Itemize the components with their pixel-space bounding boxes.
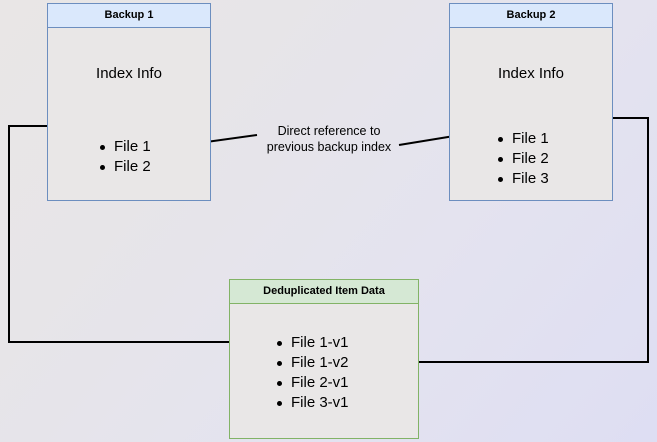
list-item[interactable]: File 2 [97,157,151,177]
list-item[interactable]: File 1-v2 [274,353,349,373]
backup1-index-info-label: Index Info [96,65,162,82]
list-item[interactable]: File 1 [495,129,549,149]
list-item[interactable]: File 1-v1 [274,333,349,353]
backup2-file-list: File 1 File 2 File 3 [495,129,549,189]
list-item[interactable]: File 3 [495,169,549,189]
list-item[interactable]: File 1 [97,137,151,157]
node-backup2[interactable]: Backup 2 Index Info File 1 File 2 File 3 [449,3,613,201]
list-item[interactable]: File 2-v1 [274,373,349,393]
list-item[interactable]: File 3-v1 [274,393,349,413]
edge-label-direct-reference: Direct reference to previous backup inde… [266,124,392,154]
node-backup2-title: Backup 2 [450,4,612,28]
node-backup2-body: Index Info File 1 File 2 File 3 [450,28,612,200]
node-backup1-title: Backup 1 [48,4,210,28]
deduplicated-file-list: File 1-v1 File 1-v2 File 2-v1 File 3-v1 [274,333,349,413]
node-deduplicated-body: File 1-v1 File 1-v2 File 2-v1 File 3-v1 [230,304,418,438]
backup1-file-list: File 1 File 2 [97,137,151,177]
node-deduplicated-title: Deduplicated Item Data [230,280,418,304]
node-backup1[interactable]: Backup 1 Index Info File 1 File 2 [47,3,211,201]
node-deduplicated-item-data[interactable]: Deduplicated Item Data File 1-v1 File 1-… [229,279,419,439]
backup2-index-info-label: Index Info [498,65,564,82]
list-item[interactable]: File 2 [495,149,549,169]
node-backup1-body: Index Info File 1 File 2 [48,28,210,200]
